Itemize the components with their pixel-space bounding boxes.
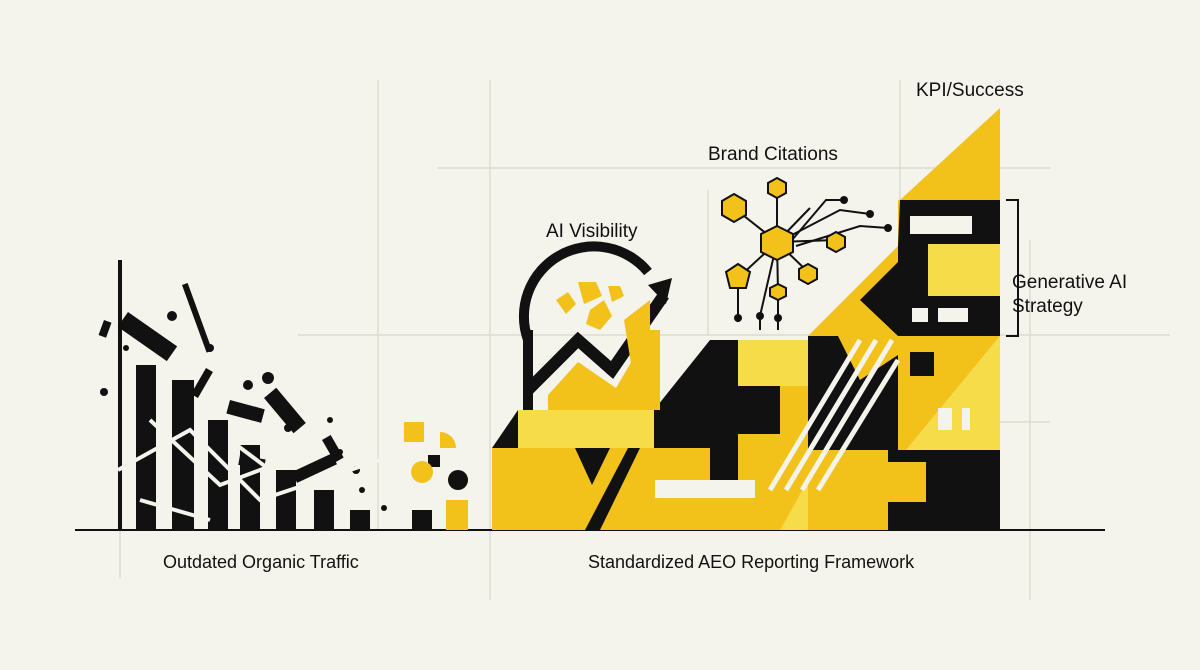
outdated-traffic-label: Outdated Organic Traffic xyxy=(163,552,359,572)
bar-cracks xyxy=(117,418,381,522)
guide-lines xyxy=(119,80,1170,600)
framework-blocks xyxy=(492,336,1000,530)
ai-visibility-label: AI Visibility xyxy=(546,221,638,242)
rising-arrow-icon xyxy=(518,241,672,410)
transition-shapes xyxy=(404,422,468,530)
broken-bar-chart-icon xyxy=(98,260,387,530)
framework-label: Standardized AEO Reporting Framework xyxy=(588,552,915,572)
triangle-peak-icon xyxy=(808,108,1000,336)
strategy-label-line1: Generative AI xyxy=(1012,272,1128,293)
strategy-label-line2: Strategy xyxy=(1012,296,1083,317)
diagonal-stripes xyxy=(767,338,901,492)
strategy-bracket xyxy=(1006,199,1019,337)
brand-citations-label: Brand Citations xyxy=(708,144,838,165)
network-hexagon-icon xyxy=(721,176,892,330)
kpi-success-label: KPI/Success xyxy=(916,80,1024,101)
